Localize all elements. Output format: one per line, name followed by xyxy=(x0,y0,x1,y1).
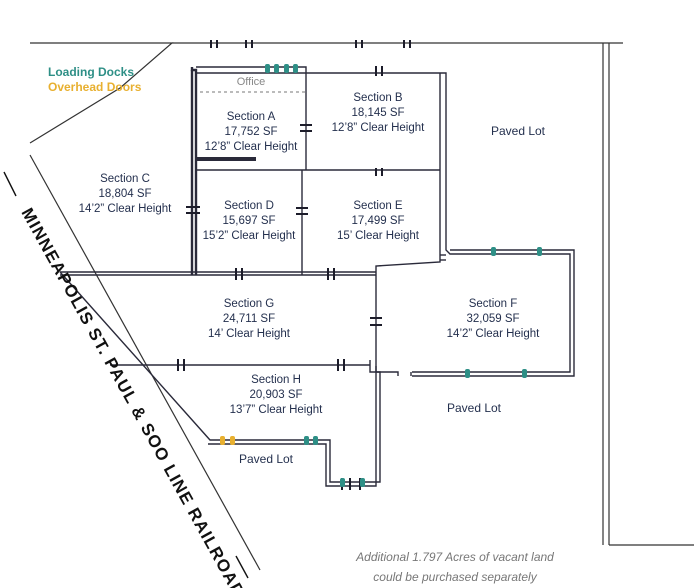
section-c-name: Section C xyxy=(100,173,150,185)
section-a-sf: 17,752 SF xyxy=(224,126,277,138)
paved-lot-top-right: Paved Lot xyxy=(491,124,546,138)
section-c-sf: 18,804 SF xyxy=(98,188,151,200)
loading-dock xyxy=(313,436,318,445)
legend-overhead-doors: Overhead Doors xyxy=(48,80,142,94)
section-e-name: Section E xyxy=(353,200,403,212)
loading-dock xyxy=(360,478,365,487)
section-g: Section G 24,711 SF 14’ Clear Height xyxy=(208,298,291,340)
section-g-sf: 24,711 SF xyxy=(223,313,275,325)
section-b-name: Section B xyxy=(353,92,403,104)
railroad-dash-start xyxy=(3,171,17,197)
legend-loading-docks: Loading Docks xyxy=(48,65,134,79)
loading-dock xyxy=(522,369,527,378)
loading-dock xyxy=(284,64,289,73)
section-b: Section B 18,145 SF 12’8” Clear Height xyxy=(332,92,425,134)
section-g-clear-height: 14’ Clear Height xyxy=(208,328,291,340)
section-b-clear-height: 12’8” Clear Height xyxy=(332,122,425,134)
railroad-label: MINNEAPOLIS ST. PAUL & SOO LINE RAILROAD xyxy=(18,205,249,588)
section-d-clear-height: 15’2” Clear Height xyxy=(203,230,296,242)
section-c-clear-height: 14’2” Clear Height xyxy=(79,203,172,215)
office-label: Office xyxy=(237,76,266,88)
section-d: Section D 15,697 SF 15’2” Clear Height xyxy=(203,200,296,242)
loading-dock xyxy=(491,247,496,256)
section-h-name: Section H xyxy=(251,374,301,386)
loading-dock xyxy=(537,247,542,256)
section-g-name: Section G xyxy=(224,298,275,310)
section-h: Section H 20,903 SF 13’7” Clear Height xyxy=(230,374,323,416)
loading-dock xyxy=(293,64,298,73)
overhead-doors xyxy=(220,436,235,445)
overhead-door xyxy=(230,436,235,445)
boundary-ticks xyxy=(210,40,411,48)
section-f: Section F 32,059 SF 14’2” Clear Height xyxy=(447,298,540,340)
section-a-name: Section A xyxy=(227,111,276,123)
paved-lot-bottom-left: Paved Lot xyxy=(239,452,294,466)
vacant-land-note-line1: Additional 1.797 Acres of vacant land xyxy=(355,550,554,564)
section-e-sf: 17,499 SF xyxy=(351,215,404,227)
section-a-clear-height: 12’8” Clear Height xyxy=(205,141,298,153)
loading-dock xyxy=(465,369,470,378)
loading-dock xyxy=(265,64,270,73)
interior-doors xyxy=(177,66,383,490)
railroad-dash-end xyxy=(235,555,249,579)
section-d-name: Section D xyxy=(224,200,274,212)
section-c: Section C 18,804 SF 14’2” Clear Height xyxy=(79,173,172,215)
section-f-clear-height: 14’2” Clear Height xyxy=(447,328,540,340)
overhead-door xyxy=(220,436,225,445)
vacant-land-note-line2: could be purchased separately xyxy=(373,570,537,584)
loading-docks xyxy=(265,64,542,487)
section-h-sf: 20,903 SF xyxy=(249,389,302,401)
loading-dock xyxy=(304,436,309,445)
section-h-clear-height: 13’7” Clear Height xyxy=(230,404,323,416)
section-e-clear-height: 15’ Clear Height xyxy=(337,230,420,242)
loading-dock xyxy=(340,478,345,487)
section-d-sf: 15,697 SF xyxy=(222,215,275,227)
section-f-sf: 32,059 SF xyxy=(466,313,519,325)
section-f-name: Section F xyxy=(469,298,518,310)
loading-dock xyxy=(274,64,279,73)
section-e: Section E 17,499 SF 15’ Clear Height xyxy=(337,200,420,242)
paved-lot-middle-right: Paved Lot xyxy=(447,401,502,415)
section-a: Section A 17,752 SF 12’8” Clear Height xyxy=(205,111,298,153)
lot-boundary xyxy=(29,42,694,571)
section-b-sf: 18,145 SF xyxy=(351,107,404,119)
